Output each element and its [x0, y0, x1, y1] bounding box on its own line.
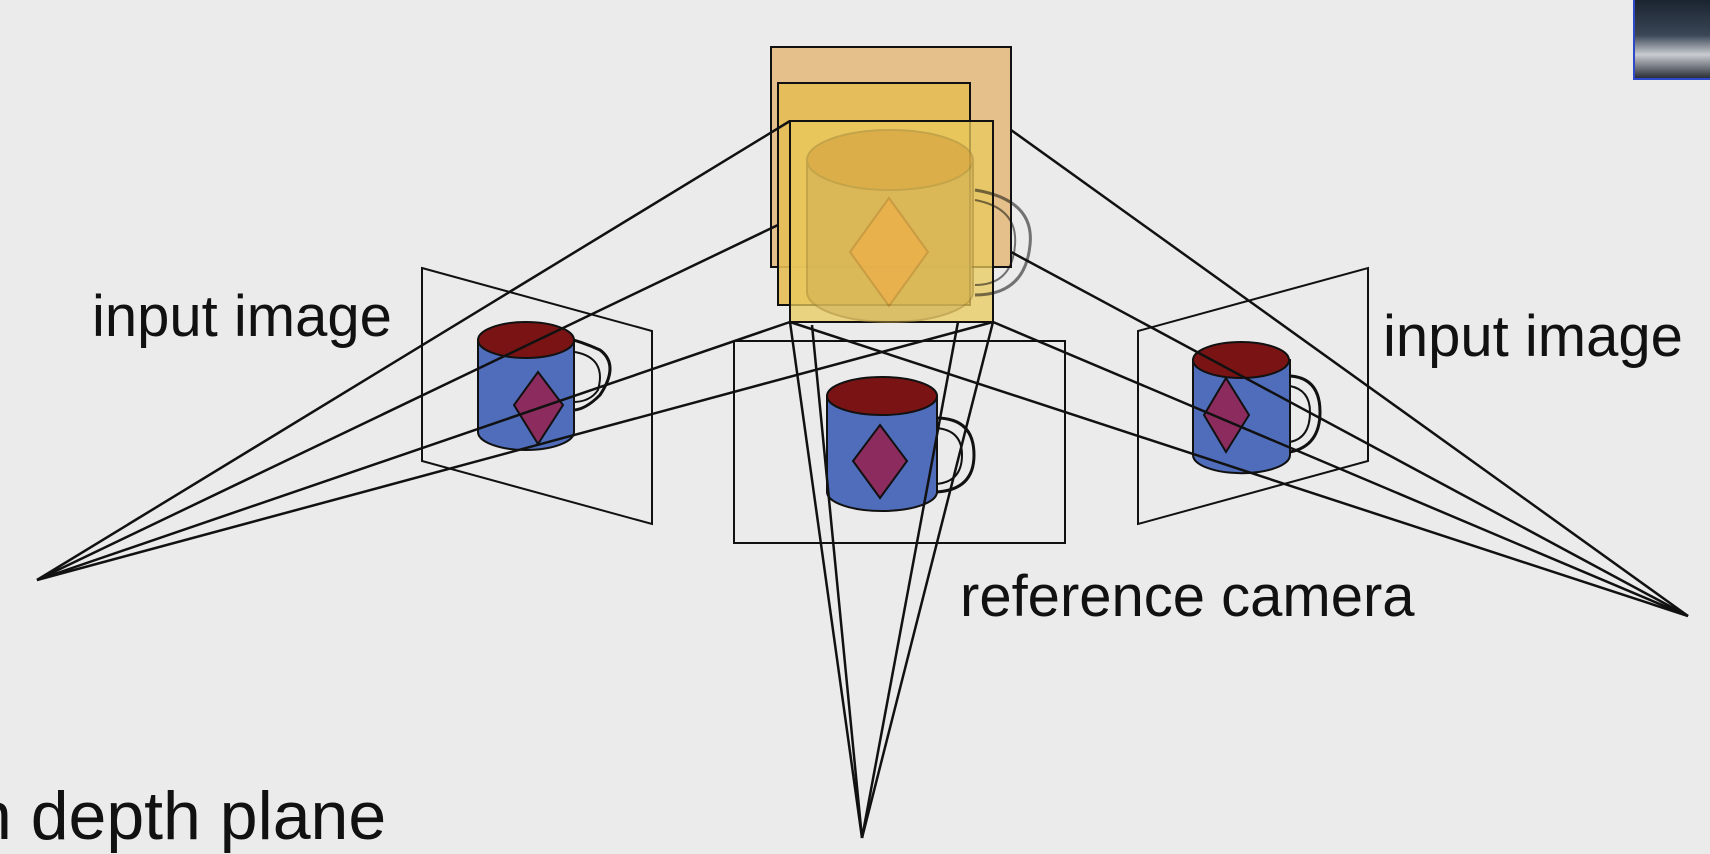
projection-rays	[36, 119, 1689, 839]
input-image-right	[1137, 266, 1369, 526]
input-image-left	[421, 266, 653, 526]
depth-planes	[770, 46, 1032, 323]
depth-plane-label: n depth plane	[0, 778, 387, 854]
input-image-left-label: input image	[92, 284, 392, 349]
reference-image	[733, 340, 1066, 544]
webcam-thumbnail	[1633, 0, 1710, 80]
mug-reference	[826, 376, 976, 512]
input-image-right-label: input image	[1383, 304, 1683, 369]
reference-camera-label: reference camera	[960, 564, 1415, 629]
projected-mug	[806, 129, 1032, 323]
